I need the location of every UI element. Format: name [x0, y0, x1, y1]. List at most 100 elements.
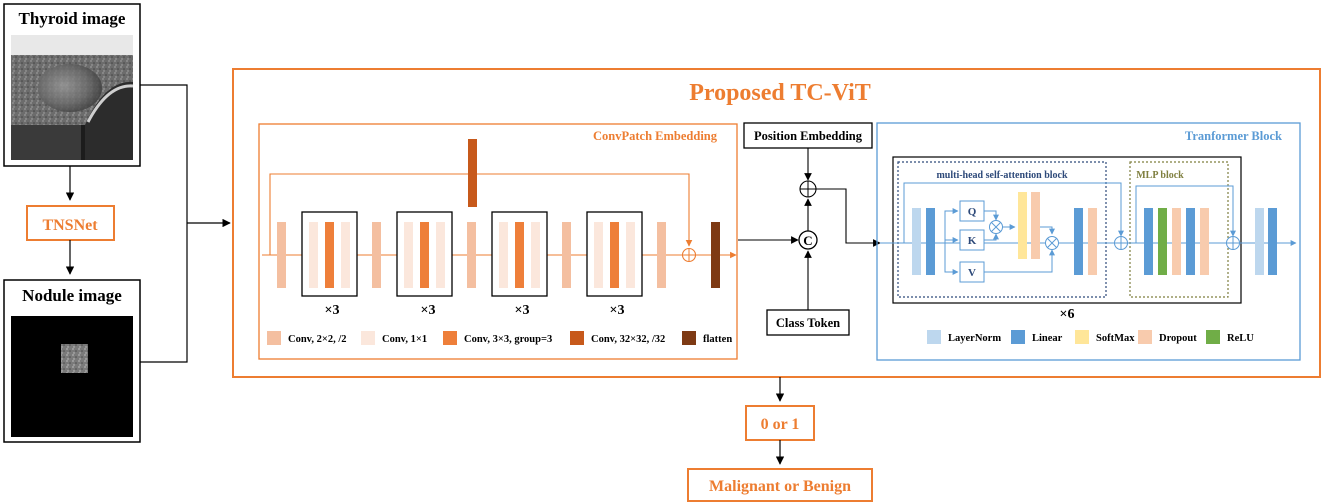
conv-2x2-block	[467, 222, 476, 288]
transformer-title: Tranformer Block	[1185, 129, 1282, 143]
k-to-multiply	[984, 233, 999, 241]
mlp-title: MLP block	[1136, 170, 1184, 181]
legend-label: Conv, 2×2, /2	[288, 334, 347, 345]
mlp-frame	[1129, 161, 1229, 298]
convpatch-title: ConvPatch Embedding	[593, 129, 718, 143]
legend-swatch	[443, 331, 457, 345]
softmax-block	[1018, 192, 1027, 259]
proposed-model-frame	[232, 68, 1321, 378]
position-embedding-label: Position Embedding	[754, 129, 863, 143]
legend-swatch	[1011, 330, 1025, 344]
output-column: 0 or 1 Malignant or Benign	[687, 377, 873, 502]
attention-residual	[903, 182, 1124, 243]
convpatch-frame	[258, 123, 738, 360]
mhsa-title: multi-head self-attention block	[936, 170, 1068, 181]
attn-v-multiply-node	[1045, 236, 1059, 250]
encoder-layer-frame	[892, 156, 1242, 304]
model-title: Proposed TC-ViT	[689, 80, 871, 106]
conv-32x32-block	[468, 139, 477, 207]
v-label: V	[968, 267, 976, 279]
class-output-label: Malignant or Benign	[709, 478, 851, 495]
nodule-image	[11, 316, 133, 437]
attention-add-node	[1114, 236, 1128, 250]
nodule-image-title: Nodule image	[22, 286, 122, 305]
q-label: Q	[968, 206, 977, 218]
dropout-block	[1031, 192, 1040, 259]
repeat-label: ×3	[610, 303, 625, 318]
legend-label: Dropout	[1159, 333, 1197, 344]
input-column: Thyroid image TNSNet Nodule image	[3, 3, 231, 443]
q-to-multiply	[984, 210, 999, 221]
conv-group-3	[491, 211, 548, 297]
repeat-label: ×3	[421, 303, 436, 318]
conv-group-1	[301, 211, 358, 297]
legend-swatch	[361, 331, 375, 345]
conv-2x2-block	[277, 222, 286, 288]
connector-thyroid	[140, 84, 188, 223]
legend-label: SoftMax	[1096, 333, 1135, 344]
convpatch-legend: Conv, 2×2, /2 Conv, 1×1 Conv, 3×3, group…	[267, 331, 732, 345]
repeat-label: ×3	[515, 303, 530, 318]
conv-group-2	[396, 211, 453, 297]
legend-swatch	[927, 330, 941, 344]
arrow-into-transformer	[816, 188, 881, 247]
linear-block	[926, 208, 935, 275]
thyroid-image-title: Thyroid image	[19, 9, 126, 28]
conv-group-4	[586, 211, 643, 297]
legend-label: Linear	[1032, 333, 1063, 344]
relu-block	[1158, 208, 1167, 275]
legend-label: LayerNorm	[948, 333, 1001, 344]
v-to-multiply	[984, 249, 1055, 273]
conv-2x2-block	[562, 222, 571, 288]
class-token-label: Class Token	[776, 316, 840, 330]
transformer-frame	[876, 122, 1301, 361]
flatten-block	[711, 222, 720, 288]
q-branch	[940, 208, 959, 244]
nodule-image-panel	[3, 279, 141, 443]
class-output-box	[687, 468, 873, 502]
conv-2x2-block	[657, 222, 666, 288]
legend-label: ReLU	[1227, 333, 1254, 344]
linear-block	[1268, 208, 1277, 275]
dropout-block	[1200, 208, 1209, 275]
conv-2x2-block	[372, 222, 381, 288]
embedding-merge: Position Embedding C Class Token	[738, 122, 881, 336]
legend-swatch	[682, 331, 696, 345]
legend-label: flatten	[703, 334, 732, 345]
connector-nodule	[140, 223, 188, 363]
binary-output-label: 0 or 1	[761, 416, 800, 433]
convpatch-embedding: ConvPatch Embedding	[258, 123, 738, 360]
tnsnet-label: TNSNet	[42, 217, 98, 234]
legend-label: Conv, 32×32, /32	[591, 334, 665, 345]
class-token-box	[766, 309, 850, 336]
linear-block	[1186, 208, 1195, 275]
attn-to-multiply	[1040, 226, 1055, 235]
mhsa-frame	[897, 161, 1107, 298]
linear-block	[1144, 208, 1153, 275]
layernorm-block	[912, 208, 921, 275]
dropout-block	[1172, 208, 1181, 275]
legend-swatch	[267, 331, 281, 345]
mlp-add-node	[1226, 236, 1240, 250]
mlp-residual	[1135, 185, 1236, 243]
repeat-label: ×6	[1060, 307, 1075, 322]
linear-block	[1074, 208, 1083, 275]
legend-swatch	[1138, 330, 1152, 344]
transformer-block: Tranformer Block multi-head self-attenti…	[876, 122, 1301, 361]
legend-swatch	[1206, 330, 1220, 344]
concat-symbol: C	[803, 233, 812, 248]
thyroid-ultrasound-image	[11, 35, 134, 160]
transformer-legend: LayerNorm Linear SoftMax Dropout ReLU	[927, 330, 1254, 344]
legend-label: Conv, 3×3, group=3	[464, 334, 552, 345]
repeat-label: ×3	[325, 303, 340, 318]
qk-multiply-node	[989, 220, 1003, 234]
v-branch	[944, 243, 959, 275]
k-label: K	[968, 235, 977, 247]
dropout-block	[1088, 208, 1097, 275]
layernorm-block	[1255, 208, 1264, 275]
legend-swatch	[570, 331, 584, 345]
convpatch-skip-connection	[269, 173, 693, 255]
position-embedding-box	[743, 122, 873, 149]
binary-output-box	[745, 405, 815, 441]
